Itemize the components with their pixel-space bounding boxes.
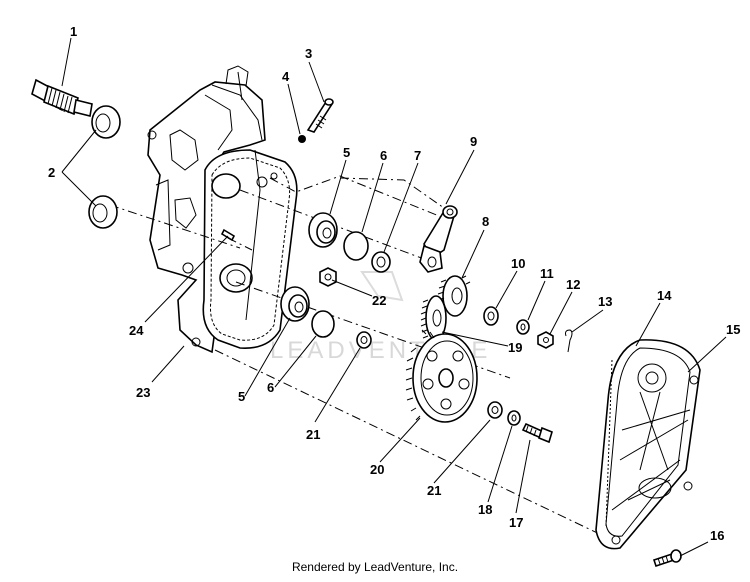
input-shaft <box>31 78 93 117</box>
callout-19: 19 <box>508 340 522 355</box>
bearing-lower <box>280 286 310 322</box>
callout-8: 8 <box>482 214 489 229</box>
callout-6-upper: 6 <box>380 148 387 163</box>
callout-20: 20 <box>370 462 384 477</box>
washer-21-lower <box>487 401 503 419</box>
gear-cluster <box>420 295 447 341</box>
washer-21-upper <box>356 331 372 349</box>
callout-10: 10 <box>511 256 525 271</box>
shift-lever <box>419 205 458 273</box>
leader-lines <box>61 37 727 557</box>
washer-11 <box>516 319 530 335</box>
callout-5-upper: 5 <box>343 145 350 160</box>
cotter-pin-13 <box>565 329 573 353</box>
gearcase-cover <box>595 339 701 550</box>
pinion-gear <box>437 275 471 317</box>
callout-numbers: 1 2 3 4 5 6 7 9 8 10 11 12 13 14 15 16 1… <box>48 24 740 543</box>
nut-12 <box>537 331 554 349</box>
cap-screw <box>306 98 334 133</box>
callout-17: 17 <box>509 515 523 530</box>
footer-credit: Rendered by LeadVenture, Inc. <box>291 560 459 574</box>
callout-16: 16 <box>710 528 724 543</box>
callout-14: 14 <box>657 288 672 303</box>
seal-lower <box>88 195 118 229</box>
callout-4: 4 <box>282 69 290 84</box>
callout-11: 11 <box>540 266 554 281</box>
callout-5-lower: 5 <box>238 389 245 404</box>
callout-2: 2 <box>48 165 55 180</box>
o-ring-upper <box>343 231 369 261</box>
callout-6-lower: 6 <box>267 380 274 395</box>
callout-21-upper: 21 <box>306 427 320 442</box>
stud-24 <box>220 228 236 242</box>
callout-18: 18 <box>478 502 492 517</box>
callout-3: 3 <box>305 46 312 61</box>
washer-18 <box>507 410 521 426</box>
seal-7 <box>371 251 391 273</box>
washer-10 <box>483 306 499 326</box>
callout-24: 24 <box>129 323 144 338</box>
callout-13: 13 <box>598 294 612 309</box>
nut-small <box>298 135 306 143</box>
callout-1: 1 <box>70 24 77 39</box>
seal-upper <box>91 105 121 139</box>
callout-15: 15 <box>726 322 740 337</box>
callout-22: 22 <box>372 293 386 308</box>
hex-nut-22 <box>319 267 337 287</box>
callout-7: 7 <box>414 148 421 163</box>
bolt-17 <box>521 422 553 444</box>
bearing-upper <box>308 212 338 248</box>
callout-9: 9 <box>470 134 477 149</box>
callout-21-lower: 21 <box>427 483 441 498</box>
callout-23: 23 <box>136 385 150 400</box>
cover-screw <box>652 549 682 568</box>
callout-12: 12 <box>566 277 580 292</box>
large-gear <box>405 329 478 423</box>
o-ring-lower <box>311 310 335 338</box>
